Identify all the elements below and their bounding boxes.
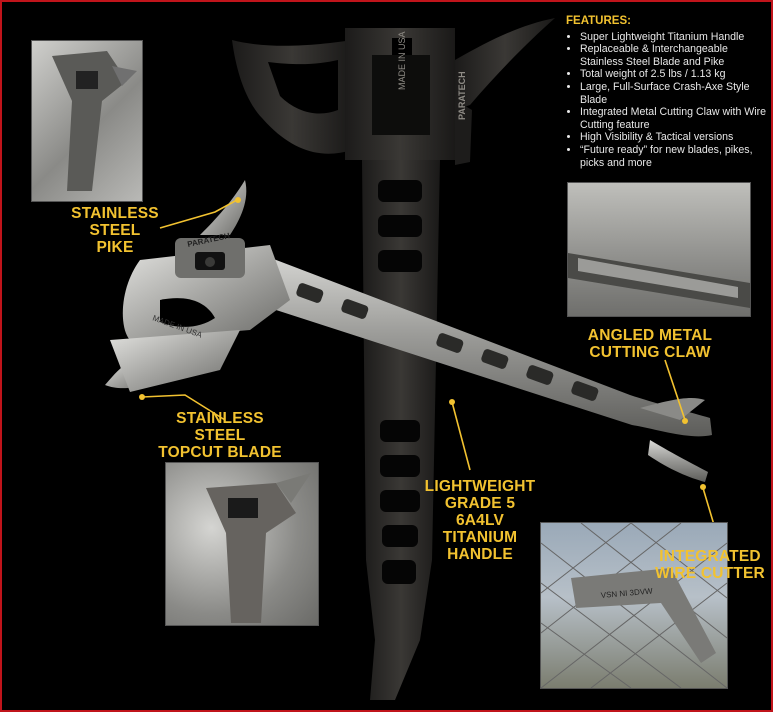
photo-blade-closeup [165, 462, 319, 626]
features-list: Super Lightweight Titanium Handle Replac… [566, 31, 771, 170]
dark-axe-handle [362, 160, 440, 700]
callout-pike-line: STAINLESS [71, 205, 159, 222]
wire-cutter-tool-image: VSN NI 3DVW [541, 523, 727, 688]
callout-wire-line: INTEGRATED [659, 548, 761, 565]
feature-item: Replaceable & Interchangeable Stainless … [580, 43, 771, 68]
callout-wire-cutter: INTEGRATED WIRE CUTTER [655, 548, 765, 582]
callout-pike-line: PIKE [96, 239, 134, 256]
blade-tool-image [206, 473, 311, 623]
callout-claw-line: ANGLED METAL [587, 327, 713, 344]
feature-item: Total weight of 2.5 lbs / 1.13 kg [580, 68, 771, 81]
callout-pike-line: STEEL [89, 222, 141, 239]
callout-dots [139, 197, 706, 490]
callout-blade-line: TOPCUT BLADE [158, 444, 282, 461]
claw-tool-image [568, 253, 750, 308]
callout-handle-line: LIGHTWEIGHT [424, 478, 536, 495]
photo-wire-cutter-closeup: VSN NI 3DVW [540, 522, 728, 689]
callout-handle: LIGHTWEIGHT GRADE 5 6A4LV TITANIUM HANDL… [420, 478, 540, 563]
features-heading: FEATURES: [566, 15, 631, 27]
feature-item: Integrated Metal Cutting Claw with Wire … [580, 106, 771, 131]
callout-blade-line: STAINLESS [176, 410, 264, 427]
brand-engraving-dark: PARATECH [457, 71, 467, 120]
callout-blade: STAINLESS STEEL TOPCUT BLADE [150, 410, 290, 461]
feature-item: High Visibility & Tactical versions [580, 131, 771, 144]
callout-handle-line: TITANIUM [442, 529, 518, 546]
callout-handle-line: GRADE 5 6A4LV [444, 495, 516, 529]
callout-handle-line: HANDLE [447, 546, 513, 563]
callout-wire-line: WIRE CUTTER [655, 565, 765, 582]
features-panel: FEATURES: Super Lightweight Titanium Han… [566, 15, 771, 169]
pike-tool-image [52, 51, 137, 191]
callout-blade-line: STEEL [194, 427, 246, 444]
dark-axe-head [232, 18, 555, 165]
silver-axe-illustration [105, 180, 712, 482]
feature-item: Super Lightweight Titanium Handle [580, 31, 771, 44]
feature-item: Large, Full-Surface Crash-Axe Style Blad… [580, 81, 771, 106]
callout-pike: STAINLESS STEEL PIKE [60, 205, 170, 256]
feature-item: “Future ready” for new blades, pikes, pi… [580, 144, 771, 169]
photo-pike-closeup [31, 40, 143, 202]
callout-claw: ANGLED METAL CUTTING CLAW [575, 327, 725, 361]
callout-claw-line: CUTTING CLAW [589, 344, 711, 361]
photo-claw-closeup [567, 182, 751, 317]
origin-engraving: MADE IN USA [397, 31, 407, 90]
